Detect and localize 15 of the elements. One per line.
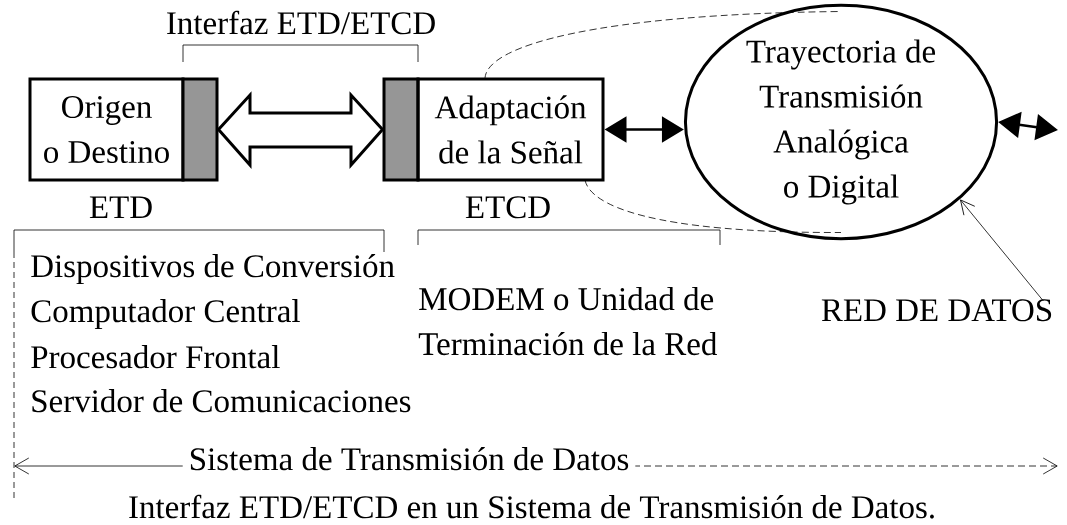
interface-label: Interfaz ETD/ETCD	[167, 10, 435, 35]
device-label: ETCD	[465, 196, 550, 219]
caption: Interfaz ETD/ETCD en un Sistema de Transmisión de Datos.	[129, 494, 934, 519]
device-label: ETD	[89, 196, 152, 219]
process-box: Adaptación de la Señal	[416, 77, 605, 182]
device-note: MODEM o Unidad de Terminación de la Red	[418, 287, 717, 356]
interface-bar	[382, 77, 420, 182]
list-item: Computador Central	[31, 299, 300, 330]
network-label: RED DE DATOS	[821, 299, 1052, 322]
list-item: Servidor de Comunicaciones	[32, 389, 411, 413]
dimension-label: Sistema de Transmisión de Datos	[182, 447, 636, 471]
list-item: Dispositivos de Conversión	[31, 254, 395, 285]
list-item: Procesador Frontal	[31, 345, 280, 369]
leader-arrow	[960, 199, 1044, 302]
interface-bar	[181, 77, 219, 182]
